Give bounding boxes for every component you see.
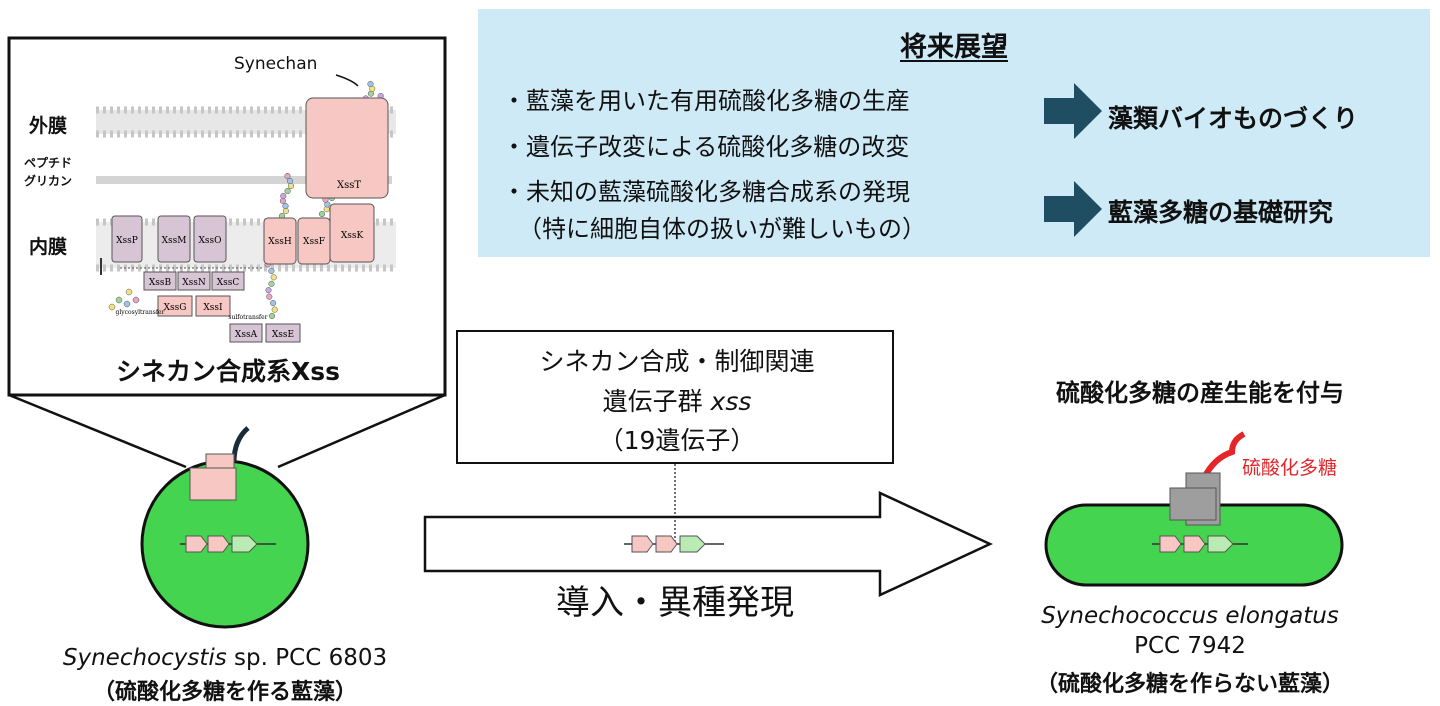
inset-frame bbox=[7, 36, 447, 397]
synechan-bead bbox=[271, 306, 278, 313]
protein-label-XssG: XssG bbox=[164, 303, 187, 313]
protein-XssH bbox=[263, 217, 297, 265]
synechan-bead bbox=[268, 267, 275, 274]
synechan-bead bbox=[284, 172, 291, 180]
dark-arrow-icon bbox=[1044, 83, 1102, 139]
synechan-bead bbox=[284, 187, 291, 195]
synechan-bead bbox=[268, 312, 276, 320]
future-item-1: ・藍藻を用いた有用硫酸化多糖の生産 bbox=[502, 87, 910, 115]
synechan-bead bbox=[279, 197, 286, 205]
right-transporter-front bbox=[1169, 487, 1217, 521]
synechan-bead bbox=[282, 207, 289, 215]
synechan-bead bbox=[318, 210, 326, 218]
synechococcus-strain: PCC 7942 bbox=[1134, 633, 1246, 659]
future-result-1: 藻類バイオものづくり bbox=[1108, 104, 1359, 133]
protein-XssA bbox=[229, 323, 263, 343]
future-item-3: ・未知の藍藻硫酸化多糖合成系の発現 bbox=[502, 178, 910, 206]
xss-system-title: シネカン合成系Xss bbox=[115, 357, 341, 386]
gene-box-line-3: （19遺伝子） bbox=[598, 426, 756, 455]
xss-gene-box: シネカン合成・制御関連 遺伝子群 xss （19遺伝子） bbox=[456, 330, 894, 464]
protein-label-XssC: XssC bbox=[217, 278, 240, 288]
protein-XssG bbox=[157, 295, 193, 317]
synechocystis-note: （硫酸化多糖を作る藍藻） bbox=[92, 680, 357, 705]
protein-label-XssN: XssN bbox=[182, 278, 206, 288]
protein-XssC bbox=[211, 271, 245, 291]
protein-XssP bbox=[111, 215, 143, 263]
gene-box-line-1: シネカン合成・制御関連 bbox=[539, 347, 815, 376]
synechan-bead bbox=[367, 80, 374, 88]
protein-XssM bbox=[157, 215, 191, 263]
glycosyltransferase-label: glycosyltransfer bbox=[116, 309, 165, 316]
protein-label-XssH: XssH bbox=[268, 237, 292, 247]
synechan-bead bbox=[268, 280, 275, 287]
synechan-label: Synechan bbox=[234, 54, 318, 74]
sulfotransferase-label: sulfotransfer bbox=[228, 314, 267, 321]
synechan-bead bbox=[280, 192, 287, 200]
left-polysaccharide-strand bbox=[231, 426, 250, 463]
protein-label-XssM: XssM bbox=[162, 236, 187, 246]
synechan-bead bbox=[270, 300, 277, 307]
zoom-line-left bbox=[8, 393, 187, 469]
synechan-bead bbox=[266, 293, 273, 300]
synechococcus-note: （硫酸化多糖を作らない藍藻） bbox=[1035, 672, 1344, 697]
dark-arrow-icon bbox=[1044, 181, 1102, 237]
gene-arrow-icon bbox=[624, 535, 724, 553]
protein-XssN bbox=[177, 271, 211, 291]
protein-label-XssB: XssB bbox=[149, 278, 172, 288]
peptidoglycan-label-1: ペプチド bbox=[24, 156, 73, 170]
future-item-4: （特に細胞自体の扱いが難しいもの） bbox=[518, 215, 926, 243]
synechocystis-species: Synechocystis sp. PCC 6803 bbox=[62, 645, 388, 671]
heterologous-expression-label: 導入・異種発現 bbox=[556, 583, 794, 623]
synechan-bead bbox=[287, 182, 295, 190]
inner-membrane-label: 内膜 bbox=[29, 236, 68, 258]
right-cell-heading: 硫酸化多糖の産生能を付与 bbox=[1056, 379, 1344, 407]
future-outlook-title: 将来展望 bbox=[900, 32, 1008, 63]
synechan-bead bbox=[282, 202, 289, 210]
protein-label-XssT: XssT bbox=[337, 180, 361, 191]
peptidoglycan-label-2: グリカン bbox=[24, 174, 73, 188]
protein-XssI bbox=[195, 295, 231, 317]
peptidoglycan-layer bbox=[96, 176, 392, 184]
protein-label-XssP: XssP bbox=[116, 236, 138, 246]
synechococcus-species: Synechococcus elongatus bbox=[1041, 603, 1339, 629]
synechan-bead bbox=[270, 274, 277, 281]
protein-label-XssE: XssE bbox=[272, 330, 294, 340]
gene-box-line-2: 遺伝子群 xss bbox=[602, 387, 752, 416]
protein-XssF bbox=[297, 217, 331, 265]
future-outlook-panel: 将来展望 ・藍藻を用いた有用硫酸化多糖の生産 ・遺伝子改変による硫酸化多糖の改変… bbox=[478, 9, 1430, 257]
synechan-bead bbox=[265, 287, 272, 294]
protein-label-XssI: XssI bbox=[203, 303, 223, 313]
protein-XssE bbox=[265, 323, 301, 343]
left-gene-cluster bbox=[180, 535, 276, 553]
protein-XssB bbox=[143, 271, 177, 291]
future-result-2: 藍藻多糖の基礎研究 bbox=[1108, 198, 1334, 227]
protein-XssO bbox=[193, 215, 227, 263]
right-gene-cluster bbox=[1152, 535, 1248, 553]
protein-label-XssF: XssF bbox=[303, 237, 325, 247]
sulfated-polysaccharide-label: 硫酸化多糖 bbox=[1242, 457, 1338, 479]
left-transporter-body bbox=[189, 467, 237, 501]
synechan-pointer bbox=[335, 74, 359, 87]
protein-label-XssK: XssK bbox=[341, 231, 364, 241]
zoom-line-right bbox=[277, 393, 446, 469]
sulfated-polysaccharide-strand bbox=[1201, 431, 1246, 480]
future-item-2: ・遺伝子改変による硫酸化多糖の改変 bbox=[502, 133, 910, 161]
protein-XssT bbox=[305, 97, 389, 199]
glycosyl-dots bbox=[108, 288, 140, 311]
protein-label-XssO: XssO bbox=[198, 236, 221, 246]
synechan-bead bbox=[286, 177, 294, 185]
outer-membrane-label: 外膜 bbox=[29, 115, 68, 137]
protein-label-XssA: XssA bbox=[235, 330, 258, 340]
